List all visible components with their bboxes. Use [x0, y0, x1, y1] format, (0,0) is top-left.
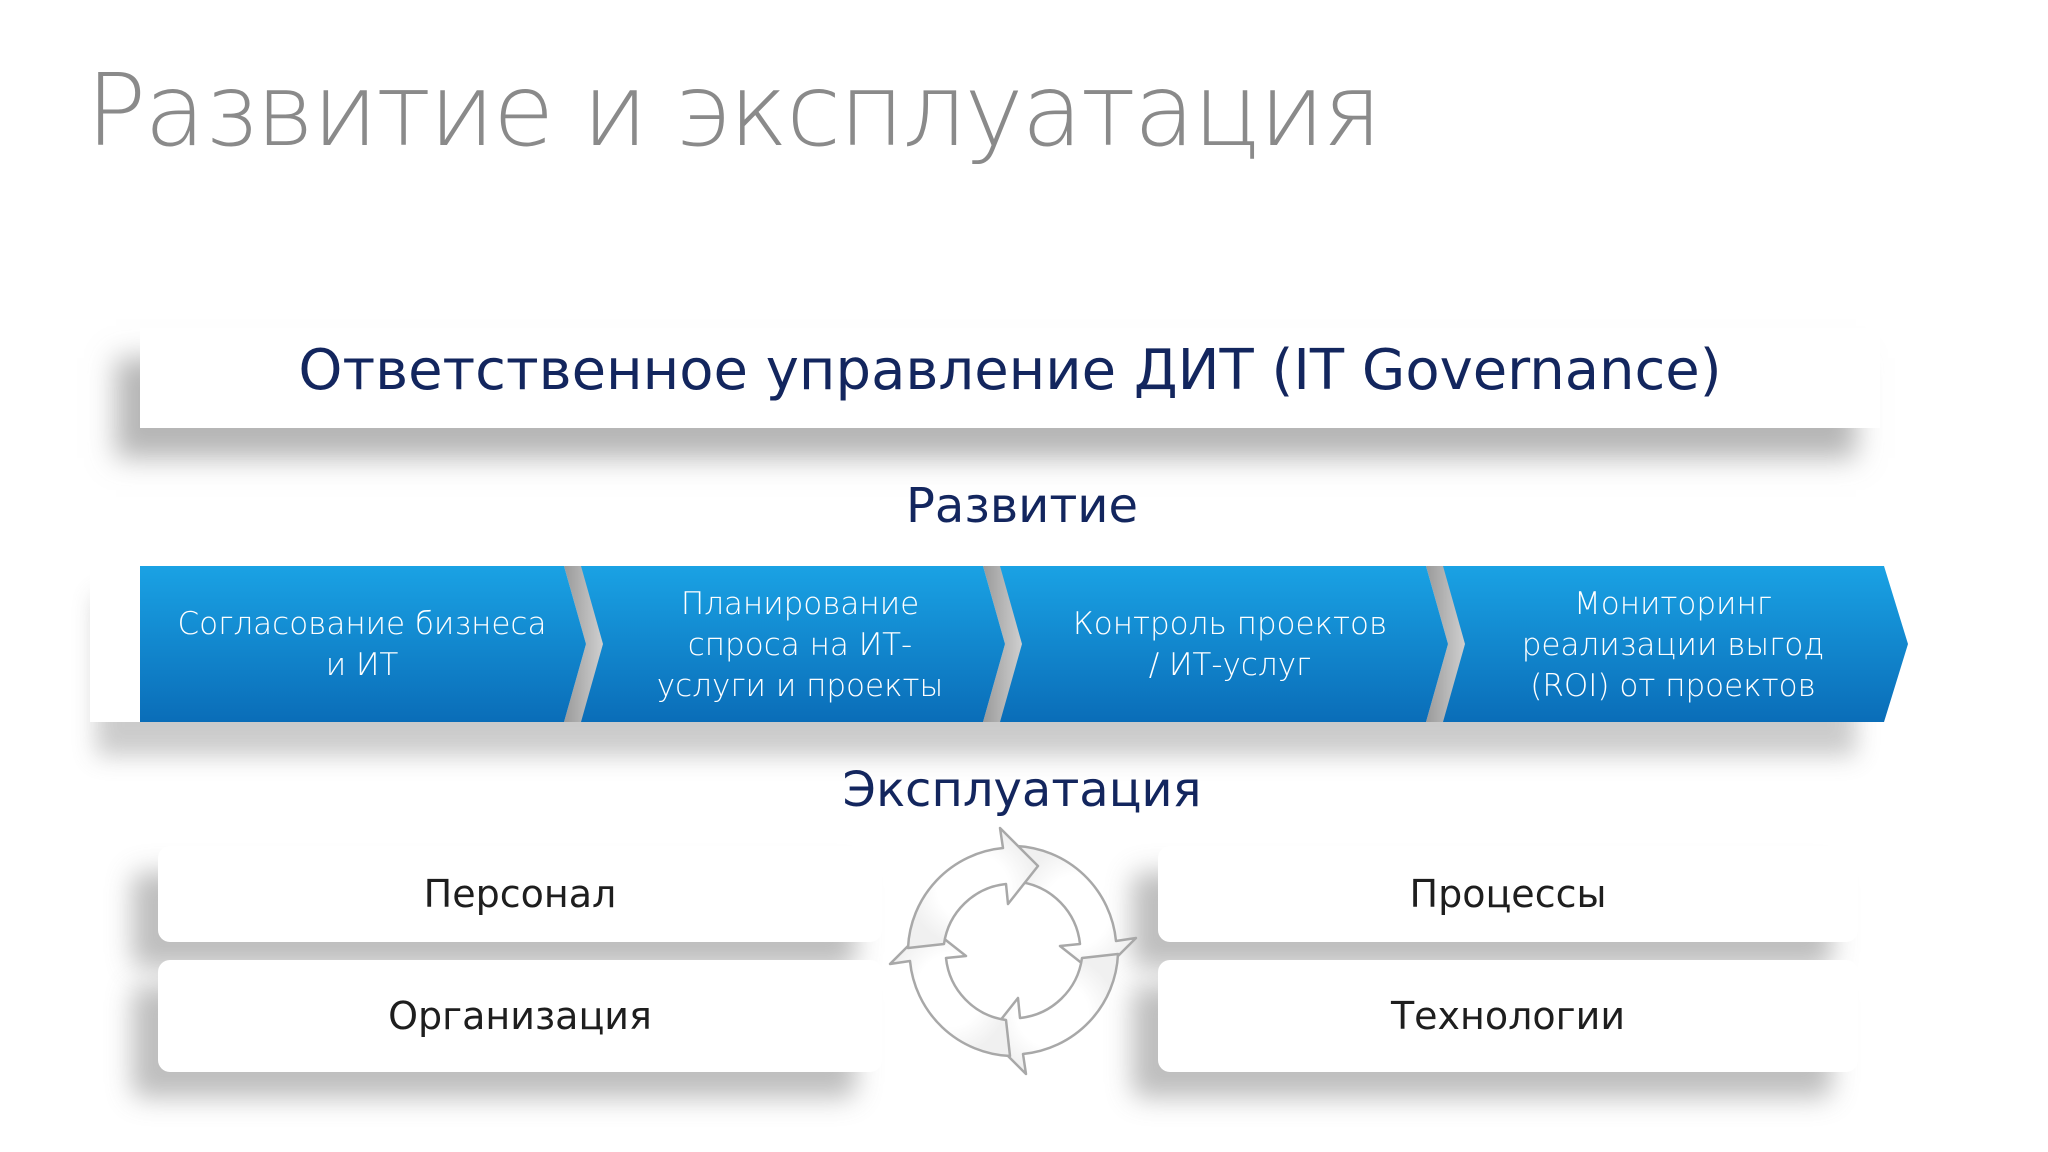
step-4-line-2: реализации выгод: [1521, 627, 1825, 663]
step-1-text: Согласование бизнеса и ИТ: [172, 604, 552, 686]
step-2-line-1: Планирование: [680, 586, 920, 622]
governance-label: Ответственное управление ДИТ (IT Governa…: [298, 338, 1722, 403]
operations-label: Эксплуатация: [842, 762, 1202, 818]
governance-panel: [140, 328, 1880, 428]
step-4-line-3: (ROI) от проектов: [1530, 668, 1816, 704]
chevron-step-1: [140, 566, 586, 722]
chevron-step-3: [1000, 566, 1448, 722]
cycle-arrows-icon: [888, 826, 1138, 1076]
people-label: Персонал: [423, 872, 617, 916]
chevron-step-4: [1443, 566, 1908, 722]
technologies-label: Технологии: [1390, 994, 1626, 1038]
processes-label: Процессы: [1409, 872, 1607, 916]
step-3-line-2: / ИТ-услуг: [1148, 647, 1312, 683]
box-organization: Организация: [158, 960, 882, 1072]
step-1-line-1: Согласование бизнеса: [177, 606, 547, 642]
box-people: Персонал: [158, 846, 882, 942]
box-processes: Процессы: [1158, 846, 1858, 942]
step-4-text: Мониторинг реализации выгод (ROI) от про…: [1478, 584, 1868, 707]
step-4-line-1: Мониторинг: [1574, 586, 1772, 622]
step-2-line-2: спроса на ИТ-: [687, 627, 913, 663]
organization-label: Организация: [388, 994, 652, 1038]
slide-title: Развитие и эксплуатация: [86, 52, 1382, 169]
step-3-line-1: Контроль проектов: [1072, 606, 1388, 642]
step-2-line-3: услуги и проекты: [656, 668, 944, 704]
step-1-line-2: и ИТ: [325, 647, 399, 683]
step-3-text: Контроль проектов / ИТ-услуг: [1040, 604, 1420, 686]
chevron-step-2: [581, 566, 1005, 722]
box-technologies: Технологии: [1158, 960, 1858, 1072]
step-2-text: Планирование спроса на ИТ- услуги и прое…: [610, 584, 990, 707]
development-label: Развитие: [905, 478, 1139, 534]
